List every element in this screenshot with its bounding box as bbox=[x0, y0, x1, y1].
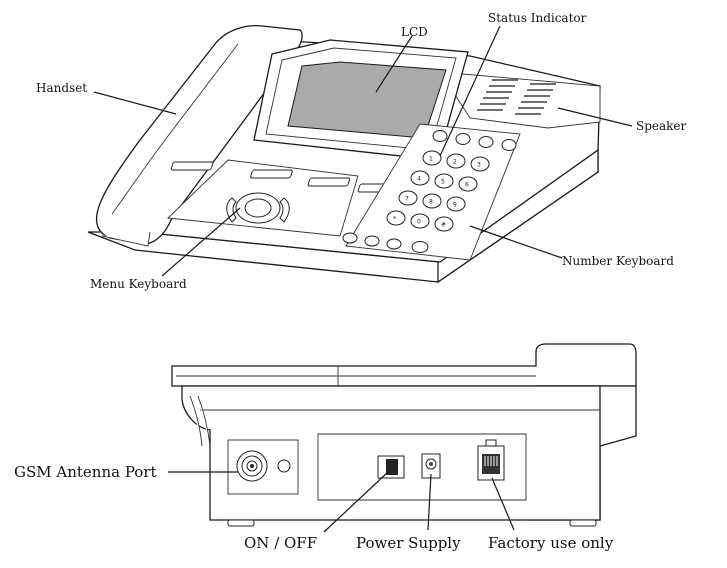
label-handset: Handset bbox=[36, 81, 87, 95]
lcd-screen bbox=[287, 61, 447, 139]
back-foot-right bbox=[569, 519, 597, 527]
navigation-pad bbox=[226, 192, 290, 224]
label-number-keyboard: Number Keyboard bbox=[562, 254, 674, 268]
gsm-antenna-port bbox=[236, 450, 268, 482]
soft-key-1 bbox=[170, 161, 214, 171]
leader-number-keyboard bbox=[469, 225, 563, 259]
function-key bbox=[501, 139, 517, 151]
back-left-curve bbox=[197, 395, 211, 447]
number-key-label: 1 bbox=[429, 156, 433, 163]
number-key-label: 2 bbox=[453, 159, 457, 166]
speaker-panel bbox=[439, 71, 601, 129]
factory-port bbox=[477, 439, 505, 481]
number-key-label: * bbox=[393, 216, 396, 223]
label-menu-keyboard: Menu Keyboard bbox=[90, 277, 187, 291]
handset-cradle bbox=[101, 231, 151, 247]
leader-lines-top bbox=[93, 25, 633, 277]
number-key bbox=[422, 150, 442, 166]
jack-pin bbox=[429, 462, 433, 466]
handset-ridge bbox=[111, 43, 239, 215]
leader-on-off bbox=[323, 471, 389, 533]
label-power-supply: Power Supply bbox=[356, 534, 461, 552]
nav-center-button bbox=[244, 198, 272, 218]
label-factory-use-only: Factory use only bbox=[488, 534, 614, 552]
number-key-label: # bbox=[441, 222, 446, 229]
number-key bbox=[410, 213, 430, 229]
leader-menu-keyboard bbox=[161, 207, 241, 277]
number-key-label: 8 bbox=[429, 199, 433, 206]
number-key bbox=[470, 156, 490, 172]
phone-top-view: 1 2 3 4 5 6 7 8 9 * 0 # bbox=[87, 24, 601, 284]
soft-key-3 bbox=[307, 177, 351, 187]
function-keys bbox=[432, 130, 517, 151]
function-key bbox=[342, 232, 358, 244]
leader-power-supply bbox=[427, 473, 432, 531]
function-key bbox=[386, 238, 402, 250]
number-key-label: 7 bbox=[405, 196, 409, 203]
speaker-grille bbox=[477, 79, 556, 115]
function-key bbox=[455, 133, 471, 145]
number-key-label: 4 bbox=[417, 176, 421, 183]
function-key bbox=[432, 130, 448, 142]
function-key bbox=[364, 235, 380, 247]
label-status-indicator: Status Indicator bbox=[488, 11, 587, 25]
nav-left-key bbox=[226, 197, 237, 223]
leader-factory-use-only bbox=[491, 477, 515, 531]
function-key bbox=[411, 241, 429, 253]
leader-handset bbox=[93, 91, 177, 115]
rj-latch bbox=[485, 439, 497, 447]
number-key-label: 9 bbox=[453, 202, 457, 209]
number-key-label: 5 bbox=[441, 179, 445, 186]
soft-key-2 bbox=[250, 169, 293, 179]
number-key bbox=[398, 190, 418, 206]
number-key bbox=[434, 173, 454, 189]
switch-rocker bbox=[386, 459, 398, 475]
function-key bbox=[478, 136, 494, 148]
number-key-label: 0 bbox=[417, 219, 421, 226]
label-on-off: ON / OFF bbox=[244, 534, 317, 552]
leader-lines-back bbox=[168, 471, 515, 533]
bottom-function-keys bbox=[342, 232, 429, 253]
number-key bbox=[458, 176, 478, 192]
number-key bbox=[422, 193, 442, 209]
number-key bbox=[410, 170, 430, 186]
number-key-label: 3 bbox=[477, 162, 481, 169]
back-left-curve bbox=[189, 395, 203, 447]
phone-back-view bbox=[171, 343, 637, 527]
back-foot-left bbox=[227, 519, 255, 527]
number-key bbox=[434, 216, 454, 232]
number-keys: 1 2 3 4 5 6 7 8 9 * 0 # bbox=[386, 150, 490, 232]
leader-lcd bbox=[375, 35, 413, 93]
back-handset-profile bbox=[171, 343, 637, 387]
leader-status-indicator bbox=[439, 25, 501, 157]
label-speaker: Speaker bbox=[636, 119, 687, 133]
nav-right-key bbox=[279, 197, 290, 223]
number-key-label: 6 bbox=[465, 182, 469, 189]
label-gsm-antenna-port: GSM Antenna Port bbox=[14, 463, 157, 481]
antenna-connector-pin bbox=[250, 464, 254, 468]
number-key bbox=[446, 153, 466, 169]
number-key bbox=[386, 210, 406, 226]
number-key bbox=[446, 196, 466, 212]
leader-speaker bbox=[557, 107, 633, 127]
label-lcd: LCD bbox=[401, 25, 428, 39]
antenna-screw bbox=[277, 459, 291, 473]
on-off-switch bbox=[377, 455, 405, 479]
